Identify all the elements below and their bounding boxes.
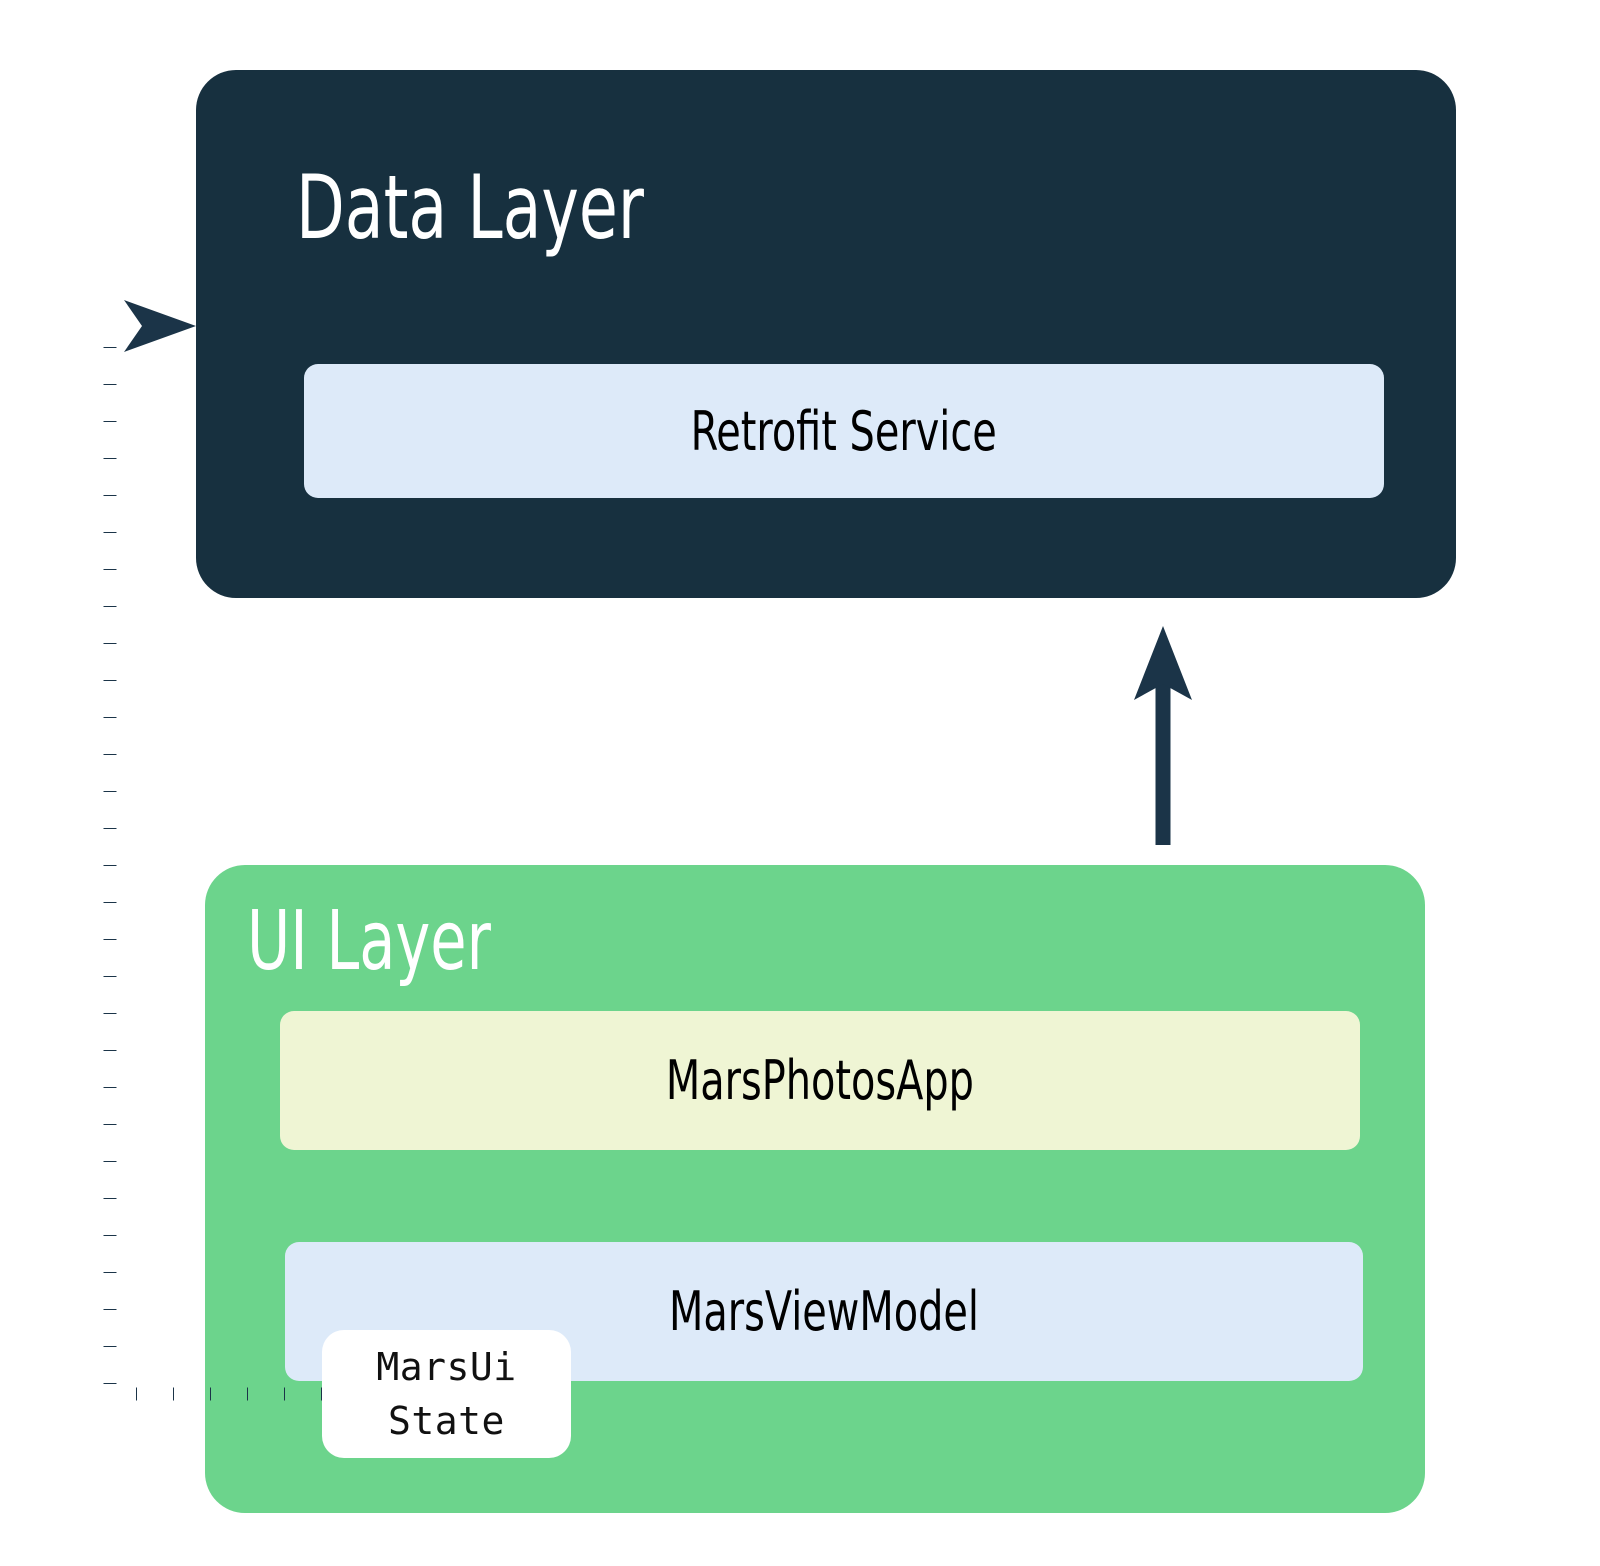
solid-arrow-ui-to-data (1134, 626, 1192, 845)
dotted-arrow-head (124, 300, 196, 352)
data-layer-title: Data Layer (296, 156, 644, 259)
data-layer-container: Data Layer Retrofit Service (196, 70, 1456, 598)
mars-ui-state-line-1: MarsUi (376, 1345, 517, 1389)
mars-view-model-label: MarsViewModel (669, 1280, 979, 1343)
mars-photos-app-card[interactable]: MarsPhotosApp (280, 1011, 1360, 1150)
ui-layer-title: UI Layer (247, 894, 491, 989)
mars-ui-state-chip[interactable]: MarsUi State (322, 1330, 571, 1458)
solid-arrow-head (1134, 626, 1192, 700)
retrofit-service-label: Retrofit Service (690, 399, 998, 463)
retrofit-service-card[interactable]: Retrofit Service (304, 364, 1384, 498)
mars-photos-app-label: MarsPhotosApp (665, 1049, 975, 1112)
mars-ui-state-line-2: State (388, 1399, 505, 1443)
